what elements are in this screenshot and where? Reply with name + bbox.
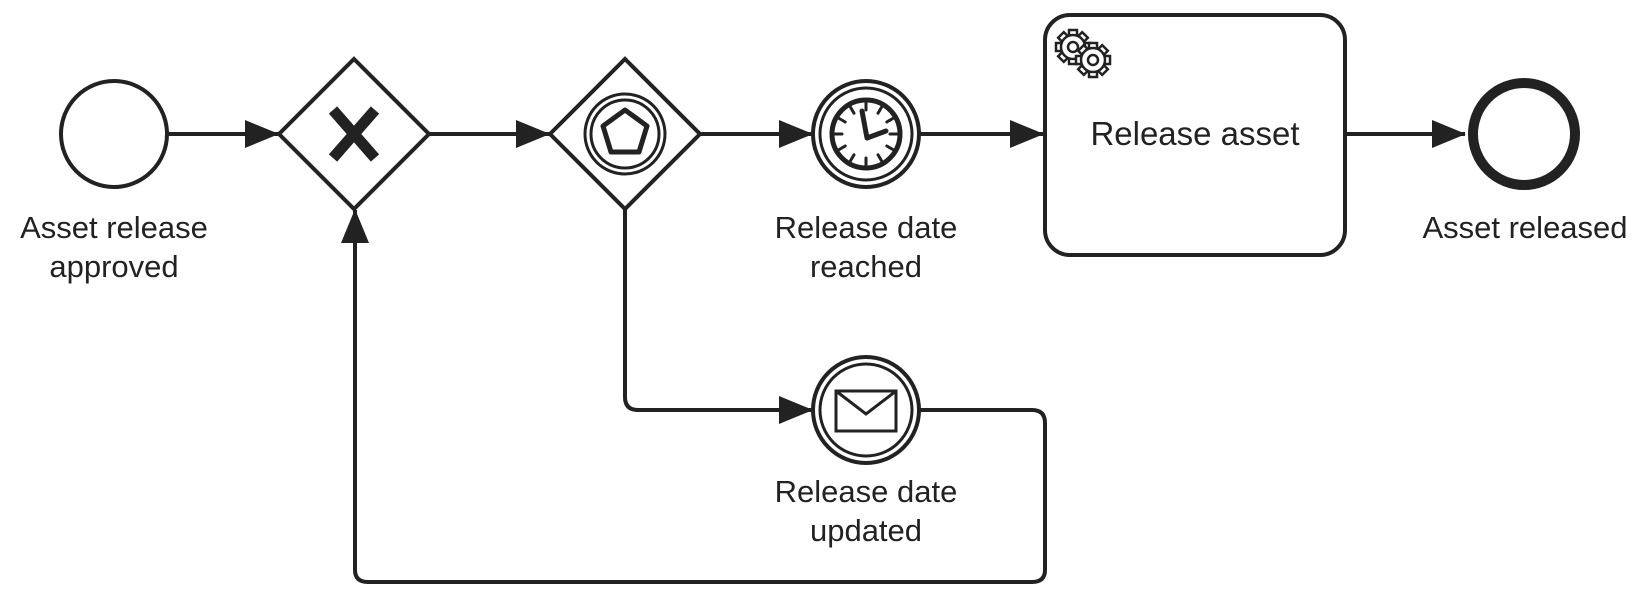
service-task-label: Release asset [1090, 115, 1300, 152]
exclusive-gateway[interactable] [276, 56, 432, 212]
pentagon-icon [583, 92, 667, 176]
event-based-gateway[interactable] [547, 56, 703, 212]
end-event[interactable] [1468, 78, 1580, 190]
start-event[interactable] [59, 79, 169, 189]
start-event-label: Asset release approved [20, 210, 208, 284]
timer-event[interactable] [811, 79, 921, 189]
flow-message-to-xor [341, 209, 1047, 584]
x-marker-icon [328, 106, 380, 162]
envelope-icon [834, 389, 898, 433]
timer-event-label: Release date reached [774, 210, 958, 284]
end-event-label: Asset released [1422, 210, 1628, 245]
flow-event-gateway-to-message [623, 209, 813, 424]
gear-icon [1054, 28, 1112, 79]
service-task[interactable] [1043, 13, 1347, 257]
message-event-label: Release date updated [774, 474, 958, 548]
message-event[interactable] [811, 355, 921, 465]
clock-icon [829, 97, 903, 171]
